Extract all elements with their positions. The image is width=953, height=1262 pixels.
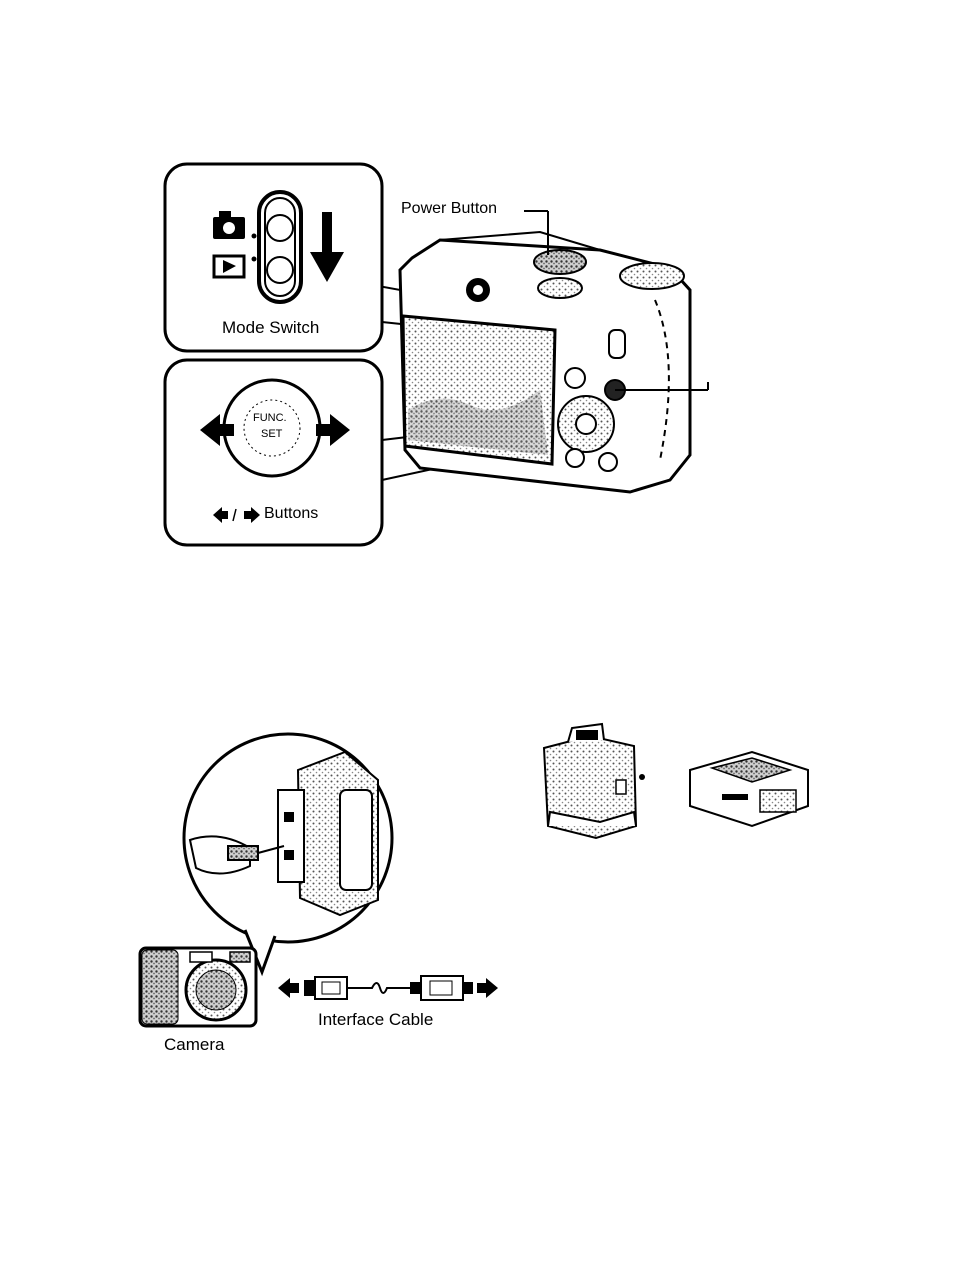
interface-cable-illustration (278, 976, 498, 1000)
connection-zoom-bubble (184, 734, 392, 972)
arrow-buttons-label: Buttons (264, 505, 318, 523)
camera-front-illustration (140, 948, 256, 1026)
card-photo-printer-illustration (690, 752, 808, 826)
power-button-label: Power Button (401, 200, 497, 218)
camera-label: Camera (164, 1035, 224, 1055)
mode-switch-label: Mode Switch (222, 318, 319, 338)
interface-cable-label: Interface Cable (318, 1010, 433, 1030)
camera-back-illustration (378, 211, 708, 492)
compact-photo-printer-illustration (544, 724, 645, 838)
func-set-line2: SET (261, 428, 282, 440)
func-set-line1: FUNC. (253, 412, 287, 424)
arrow-left-icon (278, 978, 299, 998)
arrow-right-icon (477, 978, 498, 998)
